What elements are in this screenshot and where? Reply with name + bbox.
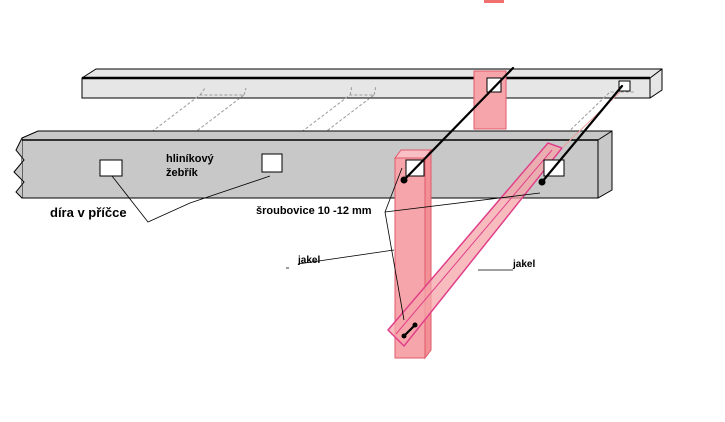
- beam-hole-1: [99, 159, 123, 177]
- label-jakel-right: jakel: [513, 259, 536, 270]
- label-dira-v-pricce: díra v příčce: [50, 205, 127, 220]
- label-zebrik: žebřík: [166, 167, 198, 179]
- label-hlinikovy: hliníkový: [166, 153, 214, 165]
- label-sroubovice: šroubovice 10 -12 mm: [256, 205, 372, 217]
- back-beam-hole: [618, 80, 631, 92]
- front-beam: [13, 130, 613, 199]
- label-jakel-left: jakel: [298, 255, 321, 266]
- leader-lines: [111, 167, 541, 321]
- ladder-rungs: [110, 85, 634, 163]
- beam-hole-2: [261, 153, 283, 173]
- back-beam: [81, 68, 663, 99]
- bolt-points: [400, 176, 546, 339]
- label-hlinikovy-zebrik: hliníkový žebřík: [166, 152, 214, 180]
- red-mark: [484, 0, 504, 3]
